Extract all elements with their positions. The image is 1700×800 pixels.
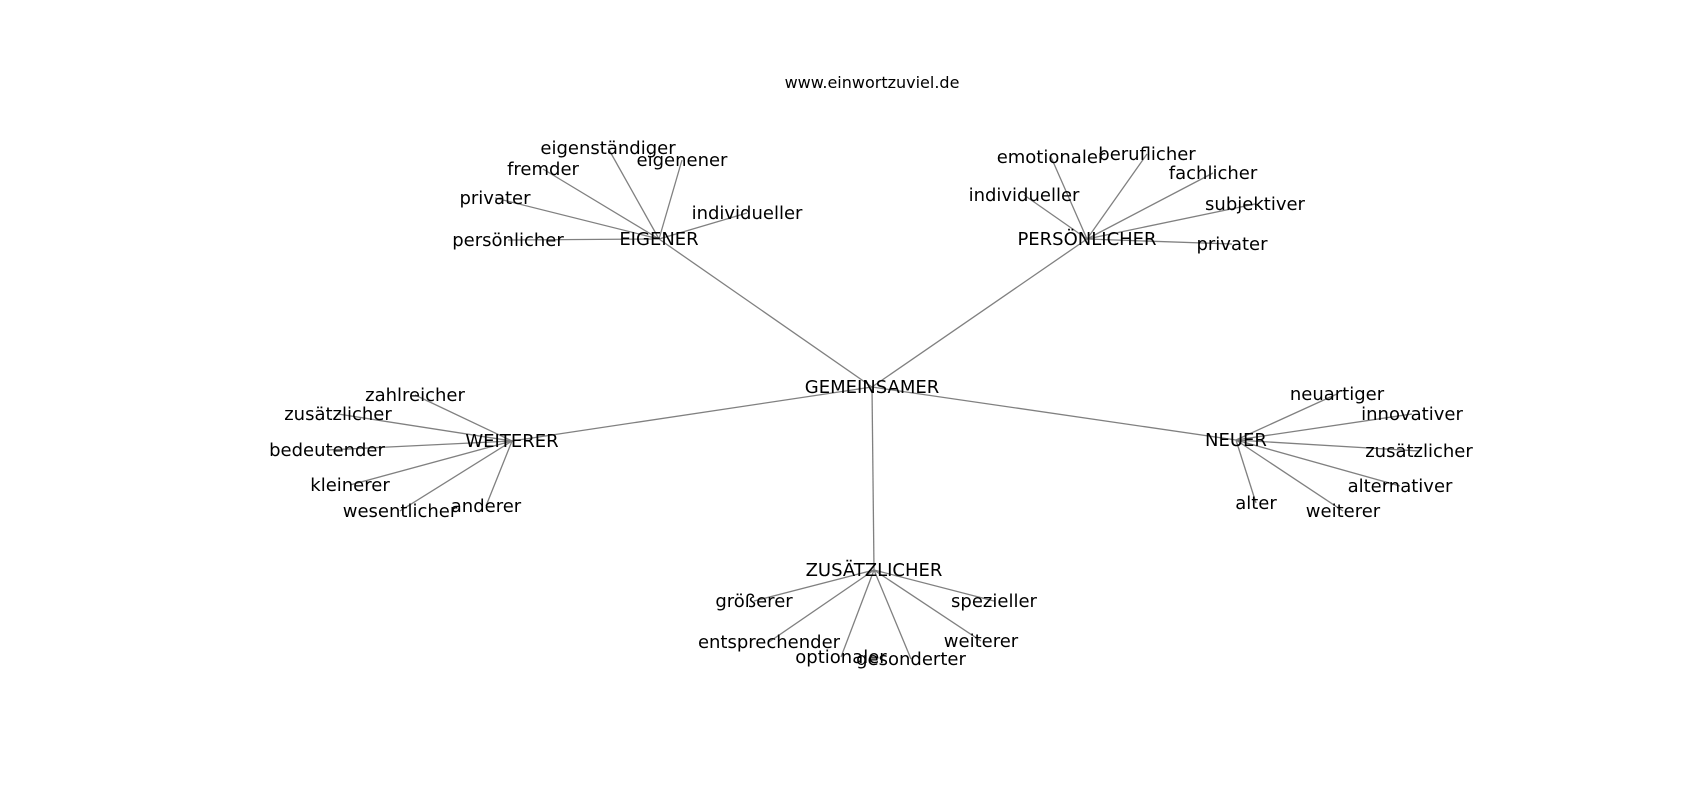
edge-hub-leaf [753,569,875,602]
edge-hub-leaf [1235,439,1257,504]
leaf-node-label: zusätzlicher [1365,441,1473,462]
hub-node-label: NEUER [1205,430,1267,451]
leaf-node-label: neuartiger [1290,384,1385,405]
edge-root-hub [871,238,1088,388]
root-node-label: GEMEINSAMER [805,377,939,398]
leaf-node-label: privater [459,188,531,209]
edge-root-hub [871,386,875,571]
edge-root-hub [871,386,1237,441]
leaf-node-label: kleinerer [310,475,390,496]
edge-hub-leaf [873,569,982,642]
leaf-node-label: individueller [969,185,1080,206]
edge-hub-leaf [1023,194,1088,240]
leaf-node-label: beruflicher [1098,144,1196,165]
leaf-node-label: alternativer [1348,476,1453,497]
edge-hub-leaf [485,440,513,507]
edge-hub-leaf [337,413,513,442]
leaf-node-label: alter [1235,493,1277,514]
edge-hub-leaf [873,569,912,660]
leaf-node-label: eigenständiger [540,138,676,159]
edge-hub-leaf [494,197,660,240]
leaf-node-label: persönlicher [452,230,564,251]
leaf-node-label: optionaler [795,647,887,668]
edge-hub-leaf [326,440,513,451]
edge-hub-leaf [414,394,513,442]
leaf-node-label: zusätzlicher [284,404,392,425]
edge-hub-leaf [1050,156,1088,240]
hub-node-label: PERSÖNLICHER [1017,228,1156,250]
leaf-node-label: weiterer [1306,501,1381,522]
edge-hub-leaf [542,168,660,240]
edge-hub-leaf [658,159,683,240]
leaf-node-label: zahlreicher [365,385,465,406]
edge-root-hub [511,386,873,442]
leaf-node-label: individueller [692,203,803,224]
edge-hub-leaf [507,238,660,241]
hub-node-label: WEITERER [465,431,558,452]
leaf-node-label: subjektiver [1205,194,1305,215]
edge-hub-leaf [607,147,660,240]
edge-hub-leaf [1086,203,1256,240]
leaf-node-label: entsprechender [698,632,841,653]
edge-root-hub [658,238,873,388]
edge-hub-leaf [1086,153,1148,240]
node-labels: GEMEINSAMER EIGENER eigenständigereigenene… [269,138,1473,670]
edge-hub-leaf [1235,393,1338,441]
edges [326,147,1420,660]
edge-hub-leaf [1086,238,1233,245]
leaf-node-label: eigenener [637,150,729,171]
edge-hub-leaf [1086,172,1214,240]
leaf-node-label: weiterer [944,631,1019,652]
hub-node-label: EIGENER [619,229,698,250]
leaf-node-label: emotionaler [997,147,1106,168]
leaf-node-label: gesonderter [856,649,966,670]
leaf-node-label: größerer [715,591,793,612]
leaf-node-label: spezieller [951,591,1037,612]
edge-hub-leaf [1235,439,1420,452]
leaf-node-label: innovativer [1361,404,1463,425]
hub-node-label: ZUSÄTZLICHER [806,560,943,581]
edge-hub-leaf [1235,413,1413,441]
leaf-node-label: fremder [507,159,579,180]
leaf-node-label: wesentlicher [343,501,458,522]
edge-hub-leaf [768,569,875,643]
edge-hub-leaf [1235,439,1401,487]
edge-hub-leaf [399,440,513,512]
edge-hub-leaf [658,212,748,240]
edge-hub-leaf [873,569,995,602]
edge-hub-leaf [349,440,513,486]
leaf-node-label: fachlicher [1169,163,1258,184]
leaf-node-label: bedeutender [269,440,385,461]
edge-hub-leaf [1235,439,1344,512]
source-title: www.einwortzuviel.de [785,73,960,92]
leaf-node-label: anderer [451,496,522,517]
edge-hub-leaf [840,569,875,658]
leaf-node-label: privater [1196,234,1268,255]
